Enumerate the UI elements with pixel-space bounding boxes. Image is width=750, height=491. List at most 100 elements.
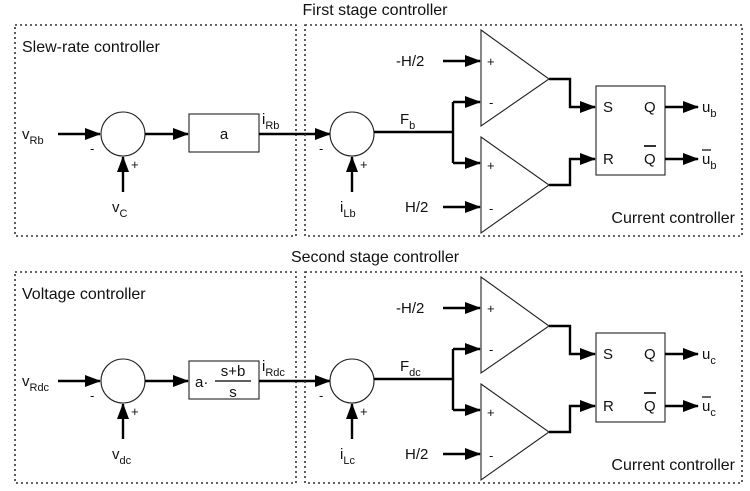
signal-arrow xyxy=(549,400,596,434)
first-stage-controller: First stage controller Slew-rate control… xyxy=(14,2,743,237)
gain-numerator: s+b xyxy=(221,363,246,380)
stage-title: First stage controller xyxy=(303,2,449,19)
latch-set-pin: S xyxy=(603,99,613,116)
symbol-subscript: c xyxy=(710,355,716,367)
symbol-subscript: Rb xyxy=(30,135,44,147)
sr-latch xyxy=(595,332,666,423)
summer-plus-sign: + xyxy=(360,157,368,172)
upper-threshold-label: -H/2 xyxy=(396,53,424,70)
switch-output-label: uc xyxy=(702,346,716,367)
comparator-plus-sign: + xyxy=(487,158,495,173)
summing-junction xyxy=(100,358,146,404)
error-signal-label: Fb xyxy=(400,111,415,132)
gain-block xyxy=(188,113,260,153)
comparator-minus-sign: - xyxy=(489,342,493,357)
symbol-subscript: c xyxy=(710,407,716,419)
symbol-main: i xyxy=(262,111,265,128)
comparator-plus-sign: + xyxy=(487,405,495,420)
symbol-main: u xyxy=(702,398,710,415)
switch-output-inverted-label: uc xyxy=(702,398,716,419)
comparator xyxy=(480,135,550,235)
symbol-main: F xyxy=(400,111,409,128)
current-controller-box xyxy=(304,271,743,484)
switch-output-label: ub xyxy=(702,99,716,120)
reference-current-label: iRdc xyxy=(262,358,285,379)
lower-threshold-label: H/2 xyxy=(405,446,428,463)
symbol-subscript: Rb xyxy=(265,120,279,132)
symbol-main: u xyxy=(702,151,710,168)
summer-plus-sign: + xyxy=(131,157,139,172)
symbol-main: u xyxy=(702,346,710,363)
symbol-main: v xyxy=(22,126,30,143)
comparator-plus-sign: + xyxy=(487,54,495,69)
symbol-subscript: dc xyxy=(120,455,132,467)
symbol-subscript: Rdc xyxy=(265,367,285,379)
latch-reset-pin: R xyxy=(603,151,614,168)
summer-plus-sign: + xyxy=(131,404,139,419)
outer-controller-box xyxy=(14,271,297,484)
measured-current-label: iLc xyxy=(340,446,355,467)
symbol-main: i xyxy=(262,358,265,375)
summer-minus-sign: - xyxy=(319,141,323,156)
symbol-main: F xyxy=(400,358,409,375)
symbol-subscript: Rdc xyxy=(30,382,50,394)
switch-output-inverted-label: ub xyxy=(702,151,716,172)
symbol-subscript: b xyxy=(710,160,716,172)
summing-junction xyxy=(100,111,146,157)
symbol-subscript: C xyxy=(120,208,128,220)
reference-current-label: iRb xyxy=(262,111,279,132)
comparator-minus-sign: - xyxy=(489,95,493,110)
comparator-minus-sign: - xyxy=(489,448,493,463)
latch-qbar-pin: Q xyxy=(644,398,656,415)
current-controller-box xyxy=(304,24,743,237)
error-signal-label: Fdc xyxy=(400,358,421,379)
outer-controller-title: Slew-rate controller xyxy=(22,39,161,56)
measured-current-label: iLb xyxy=(340,199,356,220)
reference-input-label: vRdc xyxy=(22,373,50,394)
comparator-plus-sign: + xyxy=(487,301,495,316)
symbol-subscript: b xyxy=(710,108,716,120)
summing-junction xyxy=(329,111,375,157)
gain-denominator: s xyxy=(229,384,237,401)
summer-minus-sign: - xyxy=(90,141,94,156)
symbol-main: i xyxy=(340,199,343,216)
outer-controller-title: Voltage controller xyxy=(22,286,146,303)
outer-controller-box xyxy=(14,24,297,237)
latch-reset-pin: R xyxy=(603,398,614,415)
gain-label: a· xyxy=(195,374,208,391)
summer-plus-sign: + xyxy=(360,404,368,419)
signal-arrow xyxy=(549,153,596,187)
latch-q-pin: Q xyxy=(644,99,656,116)
current-controller-title: Current controller xyxy=(611,457,735,474)
feedback-input-label: vC xyxy=(112,199,128,220)
upper-threshold-label: -H/2 xyxy=(396,300,424,317)
symbol-main: v xyxy=(22,373,30,390)
comparator xyxy=(480,28,550,128)
summing-junction xyxy=(329,358,375,404)
summer-minus-sign: - xyxy=(90,388,94,403)
symbol-subscript: b xyxy=(409,120,415,132)
latch-qbar-pin: Q xyxy=(644,151,656,168)
summer-minus-sign: - xyxy=(319,388,323,403)
comparator xyxy=(480,275,550,375)
symbol-main: i xyxy=(340,446,343,463)
reference-input-label: vRb xyxy=(22,126,44,147)
latch-set-pin: S xyxy=(603,346,613,363)
stage-title: Second stage controller xyxy=(291,249,460,266)
gain-block xyxy=(188,360,260,400)
symbol-main: u xyxy=(702,99,710,116)
second-stage-controller: Second stage controller Voltage controll… xyxy=(14,249,743,484)
gain-expression: a· s+b s xyxy=(195,363,251,401)
sr-latch xyxy=(595,85,666,176)
comparator-minus-sign: - xyxy=(489,201,493,216)
feedback-input-label: vdc xyxy=(112,446,132,467)
symbol-main: v xyxy=(112,446,120,463)
lower-threshold-label: H/2 xyxy=(405,199,428,216)
symbol-subscript: dc xyxy=(409,367,421,379)
comparator xyxy=(480,382,550,482)
latch-q-pin: Q xyxy=(644,346,656,363)
current-controller-title: Current controller xyxy=(611,210,735,227)
symbol-subscript: Lb xyxy=(343,208,355,220)
gain-label: a xyxy=(220,126,229,143)
